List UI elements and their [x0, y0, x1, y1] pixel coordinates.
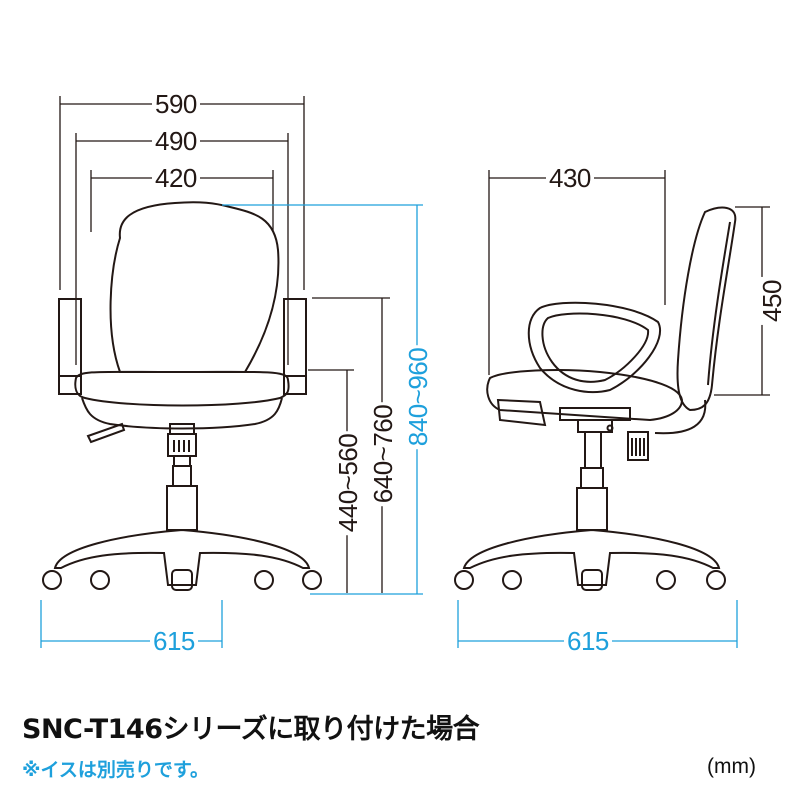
dim-overall-width: 590 — [152, 91, 200, 117]
unit-label: (mm) — [707, 755, 756, 778]
dim-armrest-width: 490 — [152, 128, 200, 154]
side-chair-drawing — [454, 206, 737, 591]
dim-seat-height: 440~560 — [333, 430, 363, 536]
caption-note: ※イスは別売りです。 — [22, 759, 210, 781]
front-width-dimension-lines — [59, 96, 305, 365]
dim-side-base-width: 615 — [564, 628, 612, 654]
dim-overall-height: 840~960 — [403, 344, 433, 450]
dim-armrest-height: 640~760 — [368, 401, 398, 507]
caption-title: SNC-T146シリーズに取り付けた場合 — [22, 714, 480, 745]
dim-front-base-width: 615 — [150, 628, 198, 654]
front-chair-drawing — [42, 201, 322, 591]
dim-backrest-width: 420 — [152, 165, 200, 191]
dim-backrest-height: 450 — [757, 277, 787, 325]
dim-side-depth: 430 — [546, 165, 594, 191]
